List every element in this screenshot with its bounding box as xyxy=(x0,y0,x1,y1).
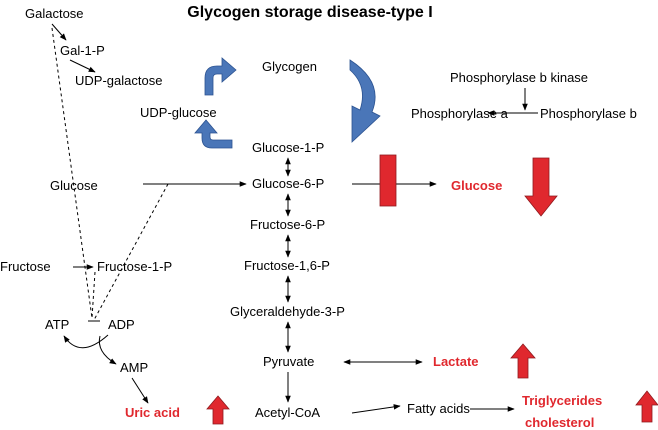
glucose-6p-label: Glucose-6-P xyxy=(252,176,324,191)
phosphorylase-a-label: Phosphorylase a xyxy=(411,106,509,121)
phosphorylase-b-kinase-label: Phosphorylase b kinase xyxy=(450,70,588,85)
fructose-1p-label: Fructose-1-P xyxy=(97,259,172,274)
acetyl-coa-label: Acetyl-CoA xyxy=(255,405,320,420)
acetylcoa-fattyacids-arrow xyxy=(351,404,401,414)
lactate-up-arrow xyxy=(510,343,536,379)
glucose-input-label: Glucose xyxy=(50,178,98,193)
lactate-label: Lactate xyxy=(433,354,479,369)
atp-label: ATP xyxy=(45,317,69,332)
atp-adp-curve xyxy=(63,334,109,349)
galactose-to-gal1p-arrow xyxy=(51,23,67,41)
gal1p-label: Gal-1-P xyxy=(60,43,105,58)
amp-label: AMP xyxy=(120,360,148,375)
fatty-acids-label: Fatty acids xyxy=(407,401,470,416)
gal1p-to-udpgalactose-arrow xyxy=(69,59,96,73)
amp-uricacid-arrow xyxy=(131,377,149,404)
blue-g1p-udpglucose-arrow xyxy=(194,119,233,149)
cholesterol-label: cholesterol xyxy=(525,415,594,430)
triglycerides-up-arrow xyxy=(635,390,658,423)
blue-udpglucose-glycogen-arrow xyxy=(204,57,237,96)
glucose6phosphatase-block xyxy=(379,154,397,207)
adp-amp-arrow xyxy=(98,335,117,365)
glucose-output-label: Glucose xyxy=(451,178,502,193)
phosphorylase-b-label: Phosphorylase b xyxy=(540,106,637,121)
glucose-dashed-line xyxy=(93,183,169,321)
pyruvate-label: Pyruvate xyxy=(263,354,314,369)
uric-acid-label: Uric acid xyxy=(125,405,180,420)
fructose-6p-label: Fructose-6-P xyxy=(250,217,325,232)
udp-galactose-label: UDP-galactose xyxy=(75,73,162,88)
fructose1p-dashed-line xyxy=(91,271,96,319)
adp-label: ADP xyxy=(108,317,135,332)
glyceraldehyde-3p-label: Glyceraldehyde-3-P xyxy=(230,304,345,319)
blue-glycogen-g1p-arrow xyxy=(349,59,381,143)
diagram-title: Glycogen storage disease-type I xyxy=(187,4,432,21)
uricacid-up-arrow xyxy=(206,395,230,425)
fructose-label: Fructose xyxy=(0,259,51,274)
glucose-1p-label: Glucose-1-P xyxy=(252,140,324,155)
udp-glucose-label: UDP-glucose xyxy=(140,105,217,120)
glycogen-label: Glycogen xyxy=(262,59,317,74)
galactose-label: Galactose xyxy=(25,6,84,21)
triglycerides-label: Triglycerides xyxy=(522,393,602,408)
glucose-down-arrow xyxy=(524,157,558,217)
galactose-dashed-line xyxy=(51,27,93,319)
fructose-16p-label: Fructose-1,6-P xyxy=(244,258,330,273)
